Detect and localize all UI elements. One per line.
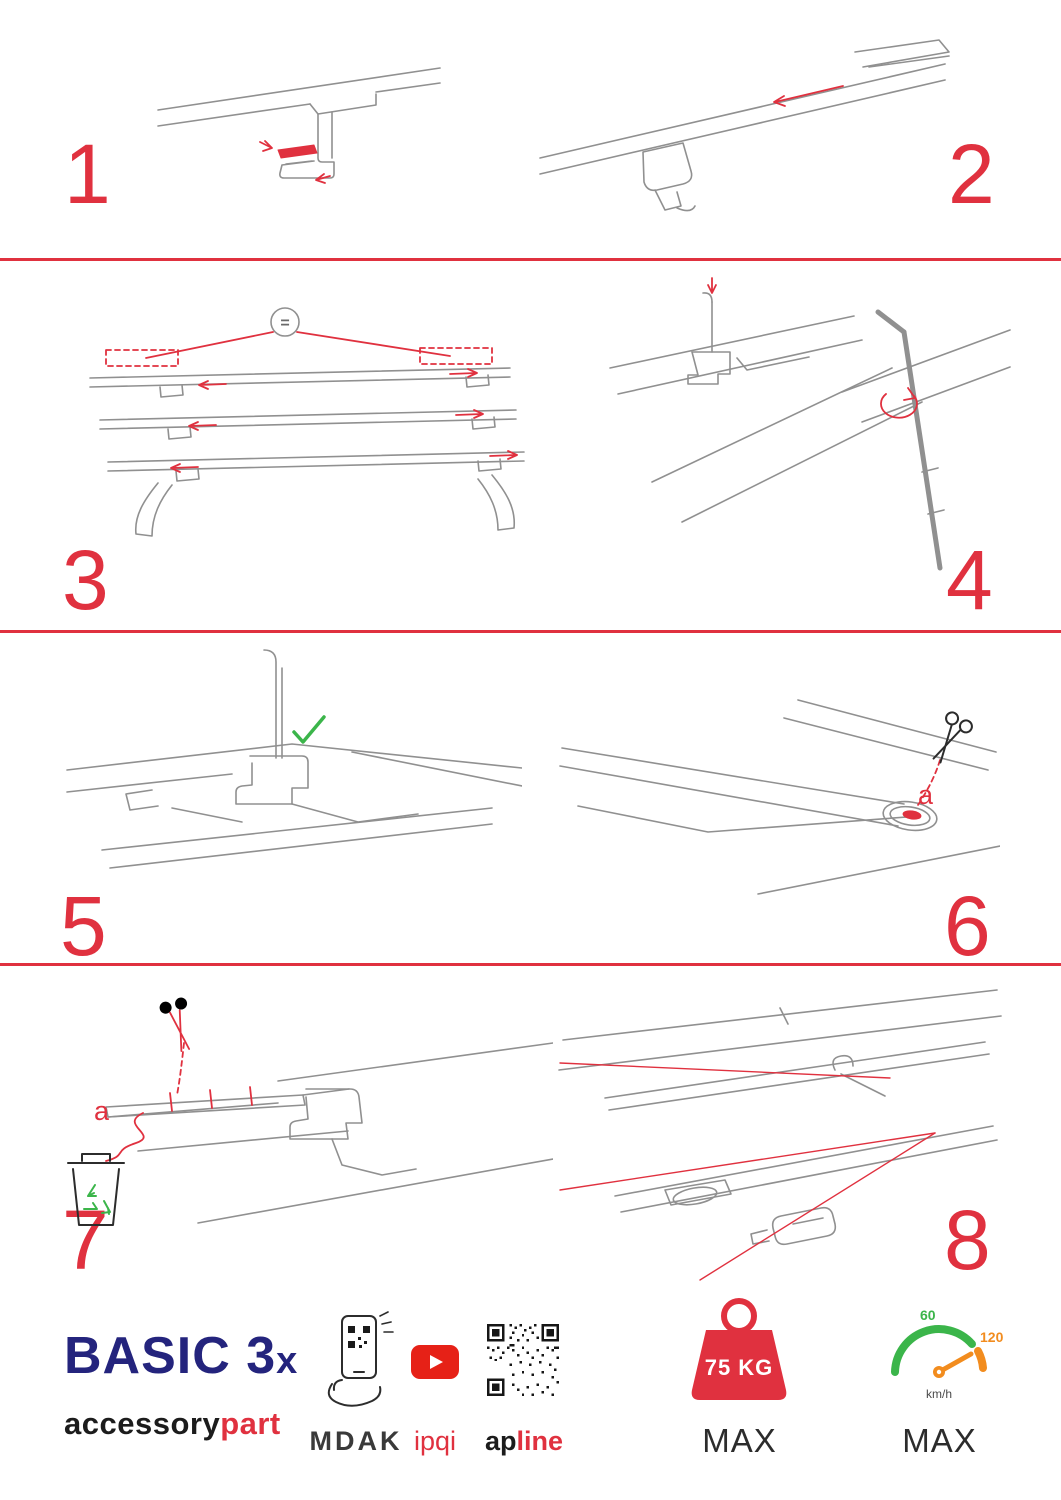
logo-mdak: MDAK (309, 1426, 403, 1456)
step-2-illustration (539, 39, 950, 212)
brand-logo-red: part (220, 1406, 281, 1441)
weight-max-label: MAX (702, 1422, 777, 1459)
brand-logo: accessorypart (64, 1408, 281, 1439)
check-icon (292, 715, 326, 744)
step-5-number: 5 (60, 879, 107, 973)
logo-apline-black: ap (484, 1426, 517, 1456)
step-3-illustration: = (89, 307, 525, 537)
product-name-text: BASIC 3 (64, 1327, 277, 1385)
trash-icon (67, 1153, 125, 1226)
step-4-illustration (609, 277, 1011, 571)
brand-logo-black: accessory (64, 1406, 221, 1441)
youtube-play-icon (430, 1355, 443, 1369)
weight-limit-icon: 75 KG (691, 1298, 787, 1400)
step-4-number: 4 (946, 533, 993, 627)
gauge-needle (936, 1351, 974, 1375)
step-6-number: 6 (944, 879, 991, 973)
speed-max-label: MAX (902, 1422, 977, 1459)
scissors-icon (159, 997, 191, 1052)
step-2-number: 2 (948, 127, 995, 221)
step-6-illustration (559, 699, 1000, 895)
speed-limit-icon: 60 120 km/h (891, 1307, 1004, 1401)
step-7-illustration (67, 997, 553, 1226)
logo-ipqi: ipqi (413, 1426, 457, 1456)
speed-unit: km/h (926, 1387, 952, 1401)
logo-apline: apline (476, 1428, 572, 1455)
phone-screen-qr (348, 1326, 370, 1348)
weight-limit-value: 75 KG (705, 1355, 774, 1380)
cut-point-label-7: a (94, 1096, 110, 1126)
logo-apline-red: line (516, 1426, 564, 1456)
step-1-number: 1 (64, 127, 111, 221)
step-3-number: 3 (62, 533, 109, 627)
phone-qr-icon (327, 1311, 394, 1407)
product-name: BASIC 3x (64, 1330, 298, 1382)
youtube-icon (411, 1345, 459, 1379)
scissors-icon (932, 711, 973, 764)
section-divider-1 (0, 258, 1061, 261)
product-qty-suffix: x (276, 1340, 299, 1382)
step-8-number: 8 (944, 1193, 991, 1287)
section-divider-2 (0, 630, 1061, 633)
speed-low-tick: 60 (920, 1307, 936, 1323)
recycle-icon (83, 1184, 111, 1215)
speed-high-tick: 120 (980, 1329, 1004, 1345)
step-1-illustration (157, 67, 441, 184)
qr-code-icon (487, 1324, 559, 1396)
equal-spacing-symbol: = (280, 315, 289, 332)
step-7-number: 7 (62, 1193, 109, 1287)
section-divider-3 (0, 963, 1061, 966)
step-8-illustration (558, 989, 1002, 1281)
step-5-illustration (66, 649, 522, 869)
cut-point-label-6: a (918, 780, 934, 810)
